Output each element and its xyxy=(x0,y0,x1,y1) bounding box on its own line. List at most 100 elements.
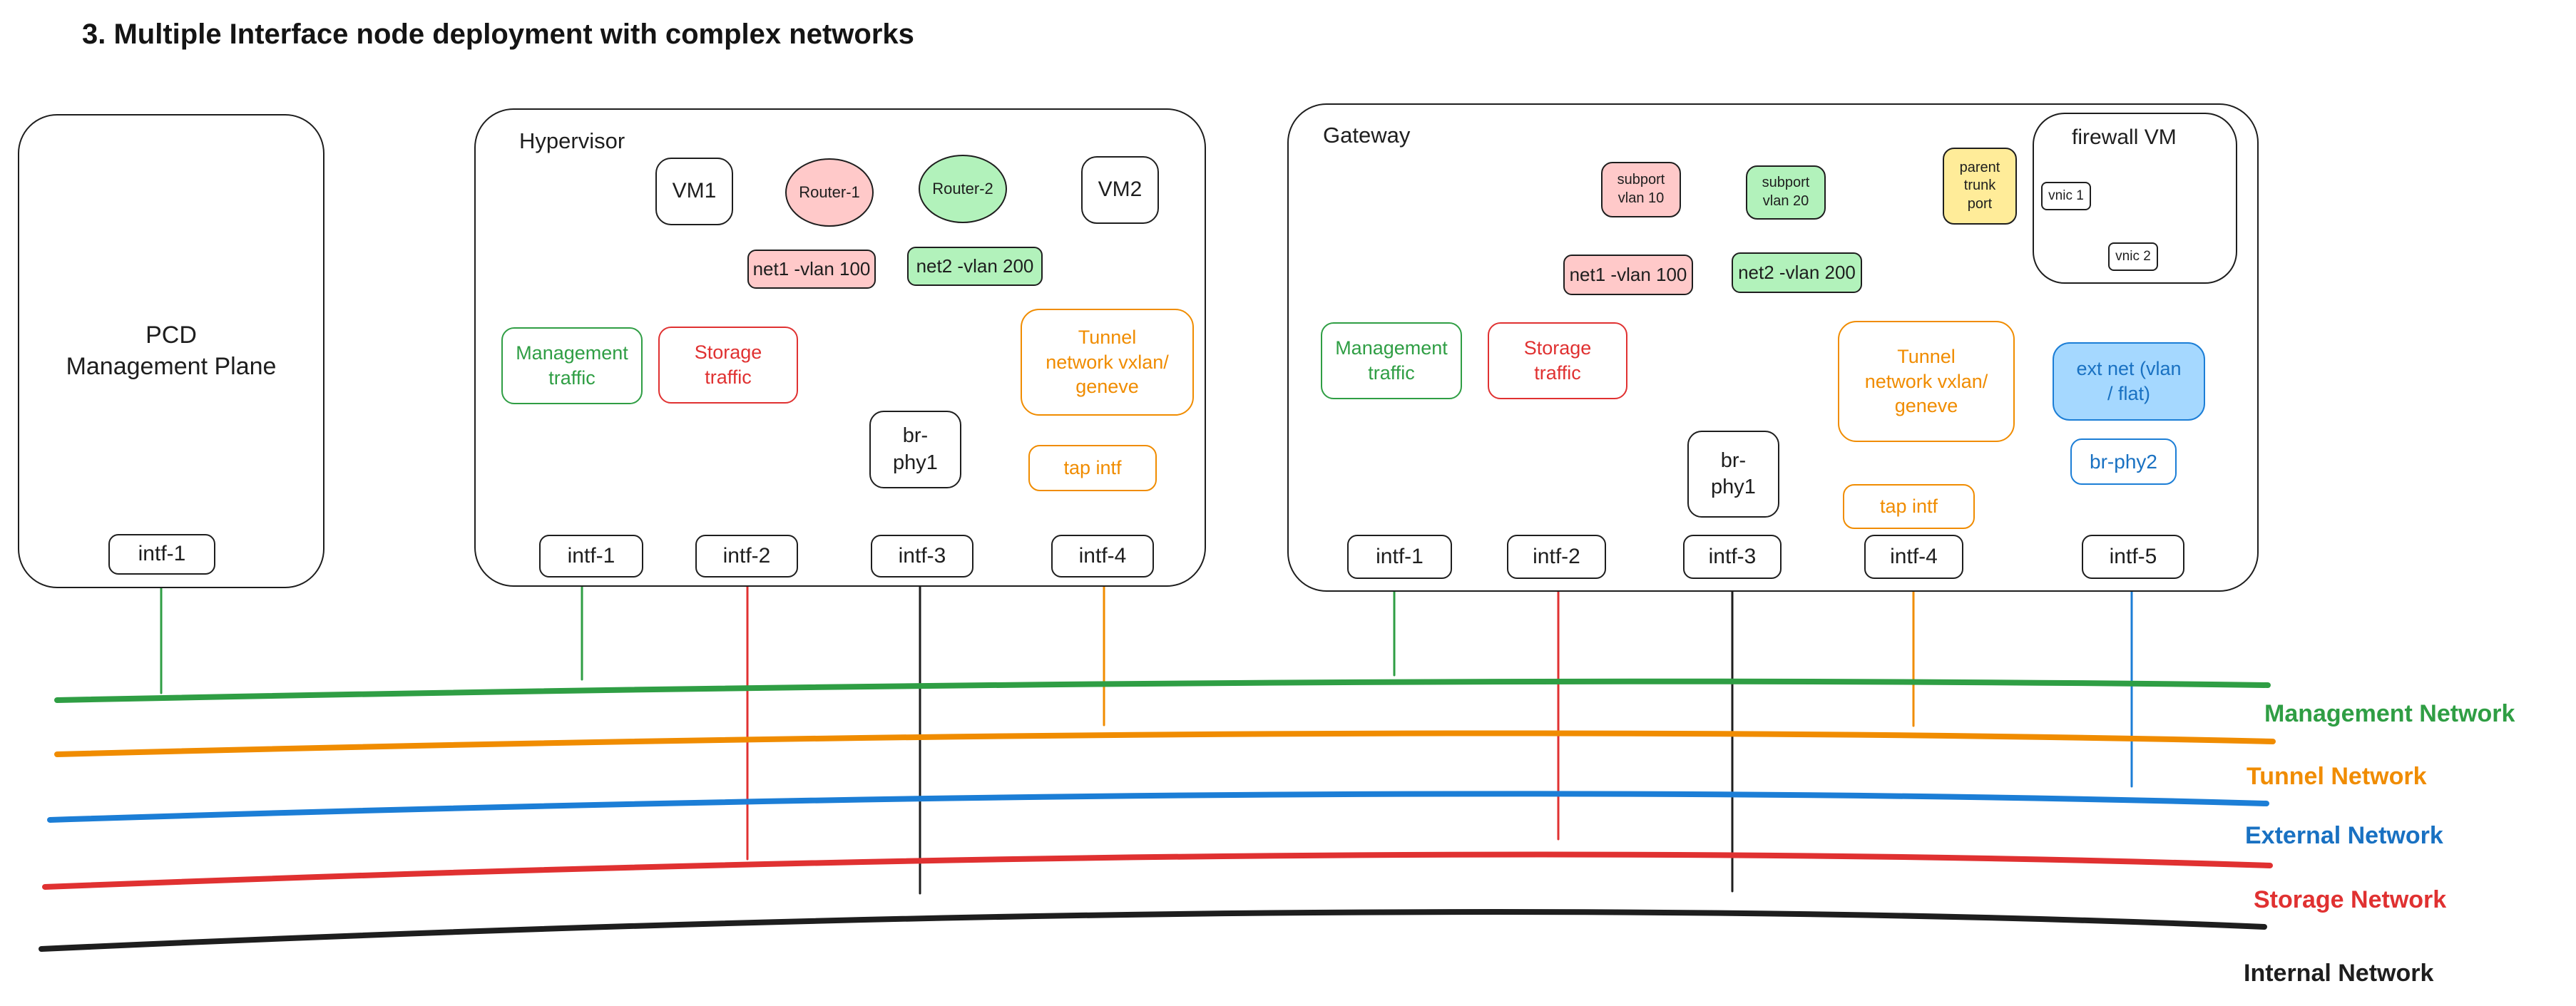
storage-network-line xyxy=(42,851,2273,890)
tunnel-network-label: Tunnel Network xyxy=(2247,763,2427,790)
gw-ext-net-line2: / flat) xyxy=(2107,383,2150,404)
hyp-tunnel-line3: geneve xyxy=(1075,376,1139,398)
gw-subport20-line2: vlan 20 xyxy=(1762,193,1809,209)
gw-subport10-line1: subport xyxy=(1617,172,1665,188)
pcd-intf-1-label: intf-1 xyxy=(138,542,186,566)
router-2-label: Router-2 xyxy=(932,179,993,197)
gw-br-phy1-line2: phy1 xyxy=(1711,476,1756,498)
pcd-label-line2: Management Plane xyxy=(66,352,277,380)
hyp-storage-traffic-line1: Storage xyxy=(694,342,762,364)
page-title: 3. Multiple Interface node deployment wi… xyxy=(82,19,914,50)
hyp-management-traffic-line1: Management xyxy=(516,342,628,364)
gw-net2-vlan200-box: net2 -vlan 200 xyxy=(1732,252,1862,293)
router-2-node: Router-2 xyxy=(919,155,1007,223)
router-1-label: Router-1 xyxy=(799,183,860,201)
gw-tap-intf-label: tap intf xyxy=(1879,496,1938,518)
gw-storage-traffic-line2: traffic xyxy=(1534,362,1581,384)
hyp-intf-3-label: intf-3 xyxy=(898,543,946,568)
pcd-intf-1: intf-1 xyxy=(108,534,215,575)
gw-tap-intf-box: tap intf xyxy=(1843,484,1975,529)
hyp-intf-1-label: intf-1 xyxy=(567,543,615,568)
gw-intf-5: intf-5 xyxy=(2082,535,2184,579)
gw-tunnel-network-box: Tunnel network vxlan/ geneve xyxy=(1838,321,2015,442)
gw-parent-trunk-port-box: parent trunk port xyxy=(1943,148,2017,225)
gw-intf-4: intf-4 xyxy=(1864,535,1963,579)
gw-management-traffic-line1: Management xyxy=(1335,337,1448,359)
gw-intf-3-label: intf-3 xyxy=(1708,544,1757,568)
pcd-management-plane-box: PCD Management Plane xyxy=(18,114,324,588)
vm2-box: VM2 xyxy=(1081,156,1159,224)
gw-intf-2-label: intf-2 xyxy=(1533,544,1580,568)
gw-subport10-line2: vlan 10 xyxy=(1617,190,1665,206)
gw-tunnel-line2: network vxlan/ xyxy=(1864,370,1988,392)
hyp-management-traffic-box: Management traffic xyxy=(501,327,643,404)
storage-network-label: Storage Network xyxy=(2254,886,2447,913)
gateway-label: Gateway xyxy=(1323,123,1411,148)
gw-vnic2-box: vnic 2 xyxy=(2108,242,2158,271)
hyp-net2-vlan200-box: net2 -vlan 200 xyxy=(907,247,1043,286)
gw-intf-5-label: intf-5 xyxy=(2109,544,2157,568)
gw-intf-1: intf-1 xyxy=(1347,535,1452,579)
gw-intf-1-label: intf-1 xyxy=(1376,544,1424,568)
gw-br-phy1-box: br- phy1 xyxy=(1687,431,1779,518)
hyp-tap-intf-box: tap intf xyxy=(1028,445,1157,491)
gw-subport-vlan20-box: subport vlan 20 xyxy=(1746,165,1826,220)
internal-network-label: Internal Network xyxy=(2244,960,2434,987)
pcd-label-line1: PCD xyxy=(145,321,197,349)
tunnel-network-line xyxy=(54,730,2276,757)
gw-net2-label: net2 -vlan 200 xyxy=(1738,261,1856,283)
hyp-net1-vlan100-box: net1 -vlan 100 xyxy=(747,250,876,289)
gw-vnic2-label: vnic 2 xyxy=(2115,248,2151,264)
hyp-intf-2-label: intf-2 xyxy=(722,543,771,568)
gw-intf-3: intf-3 xyxy=(1683,535,1782,579)
hyp-br-phy1-box: br- phy1 xyxy=(869,411,961,488)
hyp-storage-traffic-box: Storage traffic xyxy=(658,327,798,404)
hyp-intf-3: intf-3 xyxy=(871,535,973,578)
gw-subport-vlan10-box: subport vlan 10 xyxy=(1601,162,1681,217)
gw-br-phy2-box: br-phy2 xyxy=(2070,438,2177,485)
management-network-line xyxy=(54,678,2271,703)
gw-vnic1-label: vnic 1 xyxy=(2048,188,2084,203)
firewall-vm-label: firewall VM xyxy=(2072,125,2177,149)
hyp-intf-1: intf-1 xyxy=(539,535,643,578)
gw-br-phy2-label: br-phy2 xyxy=(2090,450,2157,473)
gw-ext-net-box: ext net (vlan / flat) xyxy=(2053,342,2205,421)
gw-subport20-line1: subport xyxy=(1762,175,1810,191)
gw-net1-vlan100-box: net1 -vlan 100 xyxy=(1563,255,1693,295)
hyp-storage-traffic-line2: traffic xyxy=(705,366,752,388)
gw-storage-traffic-box: Storage traffic xyxy=(1488,322,1627,399)
hyp-net2-label: net2 -vlan 200 xyxy=(916,255,1034,277)
hyp-intf-2: intf-2 xyxy=(695,535,798,578)
hyp-intf-4: intf-4 xyxy=(1051,535,1154,578)
gw-ext-net-line1: ext net (vlan xyxy=(2076,358,2182,380)
gw-net1-label: net1 -vlan 100 xyxy=(1569,263,1687,285)
vm2-label: VM2 xyxy=(1098,178,1143,202)
external-network-line xyxy=(47,791,2269,823)
hyp-tap-intf-label: tap intf xyxy=(1063,457,1122,479)
hyp-intf-4-label: intf-4 xyxy=(1078,543,1127,568)
hypervisor-label: Hypervisor xyxy=(519,128,625,153)
gw-vnic1-box: vnic 1 xyxy=(2041,182,2091,210)
gw-parent-trunk-line1: parent xyxy=(1959,159,2000,175)
gw-intf-2: intf-2 xyxy=(1507,535,1606,579)
gw-tunnel-line1: Tunnel xyxy=(1897,346,1956,368)
hyp-br-phy1-line2: phy1 xyxy=(893,451,938,474)
management-network-label: Management Network xyxy=(2264,700,2515,727)
gw-management-traffic-box: Management traffic xyxy=(1321,322,1462,399)
hyp-management-traffic-line2: traffic xyxy=(548,367,596,389)
gw-tunnel-line3: geneve xyxy=(1894,395,1958,417)
gw-intf-4-label: intf-4 xyxy=(1890,544,1938,568)
gw-parent-trunk-line3: port xyxy=(1967,195,1993,212)
external-network-label: External Network xyxy=(2245,822,2443,849)
gw-management-traffic-line2: traffic xyxy=(1368,362,1415,384)
hyp-br-phy1-line1: br- xyxy=(902,424,929,448)
hyp-net1-label: net1 -vlan 100 xyxy=(752,257,871,279)
router-1-node: Router-1 xyxy=(785,158,874,227)
hyp-tunnel-line2: network vxlan/ xyxy=(1046,351,1169,373)
gw-storage-traffic-line1: Storage xyxy=(1523,337,1592,359)
hyp-tunnel-line1: Tunnel xyxy=(1078,327,1137,349)
vm1-box: VM1 xyxy=(655,158,733,225)
hyp-tunnel-network-box: Tunnel network vxlan/ geneve xyxy=(1021,309,1194,416)
